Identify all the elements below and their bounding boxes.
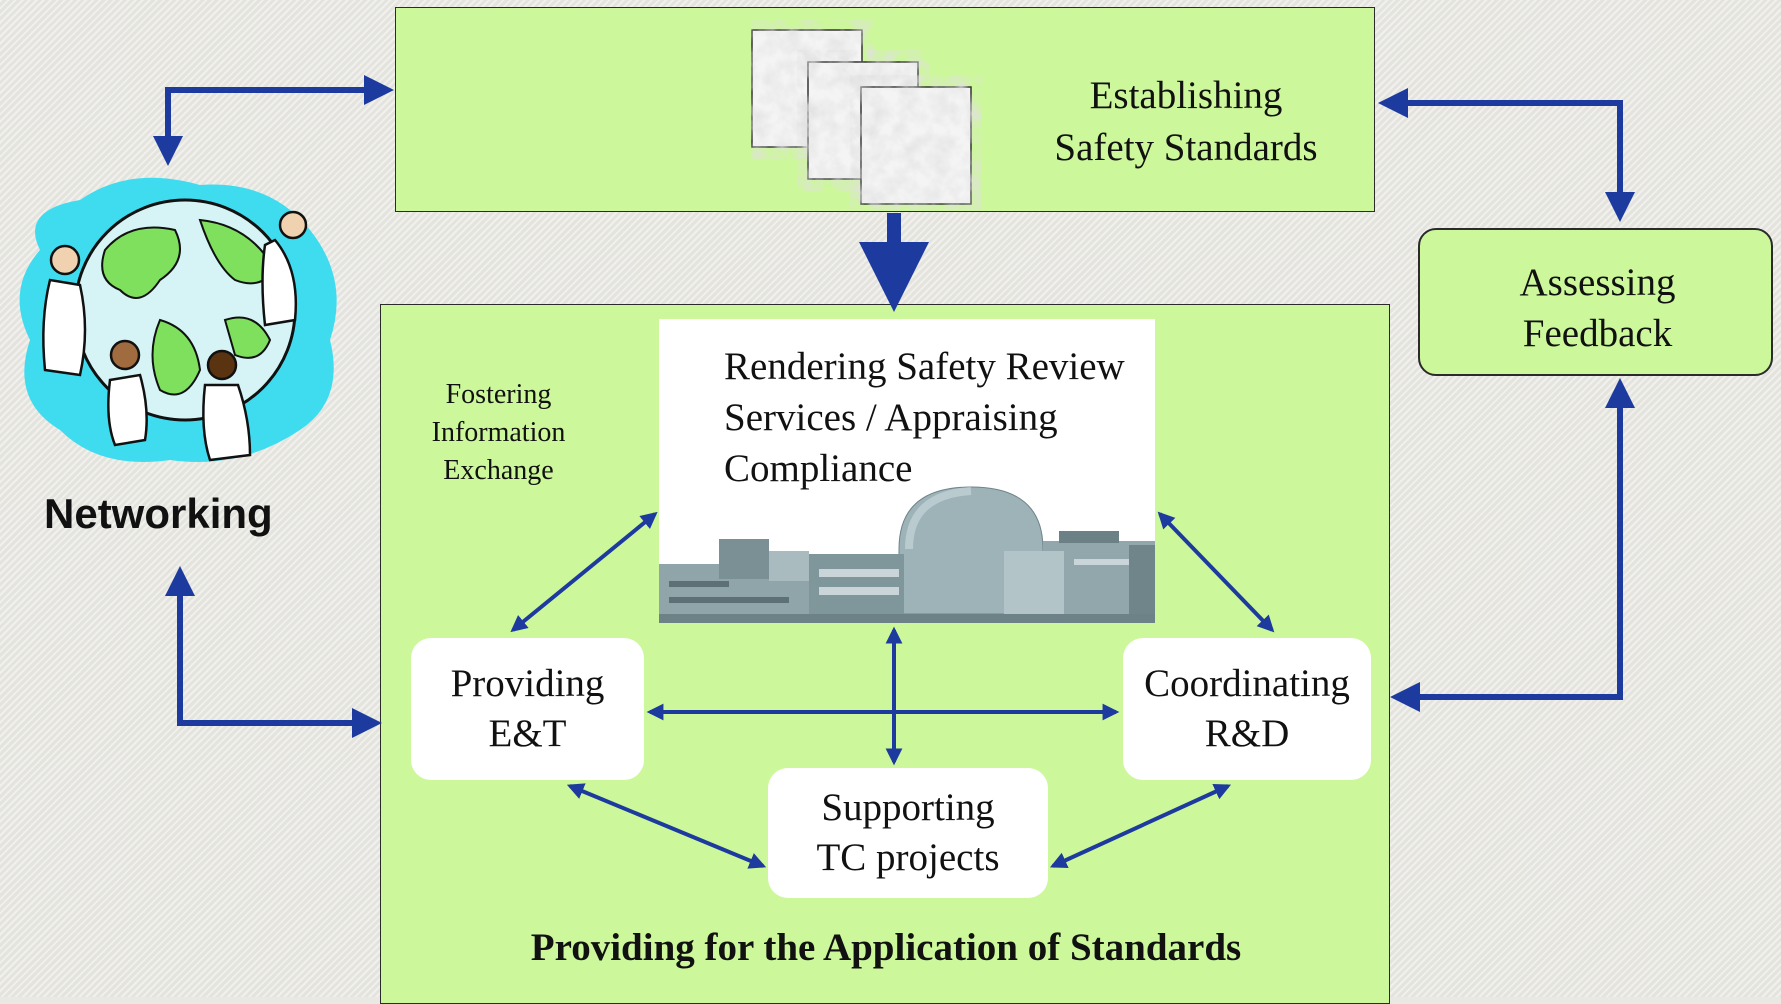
fostering-line1: Fostering (445, 379, 552, 410)
supporting-line1: Supporting (821, 786, 995, 829)
assessing-feedback-box: Assessing Feedback (1418, 228, 1773, 376)
arrow-establishing-assessing (1378, 88, 1635, 222)
arrow-assessing-coordinating (1390, 378, 1635, 712)
assessing-line2: Feedback (1522, 312, 1673, 355)
establishing-standards-box: Establishing Safety Standards (395, 7, 1375, 212)
providing-et-box: Providing E&T (411, 638, 644, 780)
rendering-line1: Rendering Safety Review (724, 345, 1125, 388)
rendering-panel: Rendering Safety Review Services / Appra… (659, 319, 1155, 623)
arrow-providing-supporting (566, 783, 767, 869)
arrow-networking-application (165, 566, 382, 738)
rendering-label: Rendering Safety Review Services / Appra… (724, 341, 1164, 494)
networking-label: Networking (44, 490, 273, 537)
arrow-establishing-networking (153, 75, 394, 166)
providing-et-line2: E&T (488, 712, 567, 755)
coordinating-line2: R&D (1204, 712, 1290, 755)
assessing-label: Assessing Feedback (1420, 257, 1775, 359)
supporting-line2: TC projects (816, 836, 1000, 879)
arrow-rendering-providing (510, 511, 658, 633)
coordinating-line1: Coordinating (1144, 662, 1350, 705)
documents-stack-icon (751, 29, 972, 205)
rendering-line2: Services / Appraising (724, 396, 1058, 439)
supporting-tc-box: Supporting TC projects (768, 768, 1048, 898)
establishing-line1: Establishing (1089, 74, 1283, 117)
establishing-line2: Safety Standards (1054, 126, 1318, 169)
coordinating-rd-box: Coordinating R&D (1123, 638, 1371, 780)
fostering-line3: Exchange (443, 455, 554, 486)
providing-et-line1: Providing (450, 662, 605, 705)
establishing-label: Establishing Safety Standards (1026, 70, 1346, 174)
fostering-line2: Information (431, 417, 566, 448)
globe-people-icon (19, 177, 337, 462)
assessing-line1: Assessing (1519, 261, 1676, 304)
arrow-rendering-coordinating (1157, 511, 1275, 633)
nuclear-plant-icon (659, 486, 1155, 623)
rendering-line3: Compliance (724, 447, 913, 490)
arrow-coordinating-supporting (1049, 783, 1232, 869)
application-title: Providing for the Application of Standar… (530, 926, 1242, 969)
fostering-label: Fostering Information Exchange (386, 376, 611, 490)
